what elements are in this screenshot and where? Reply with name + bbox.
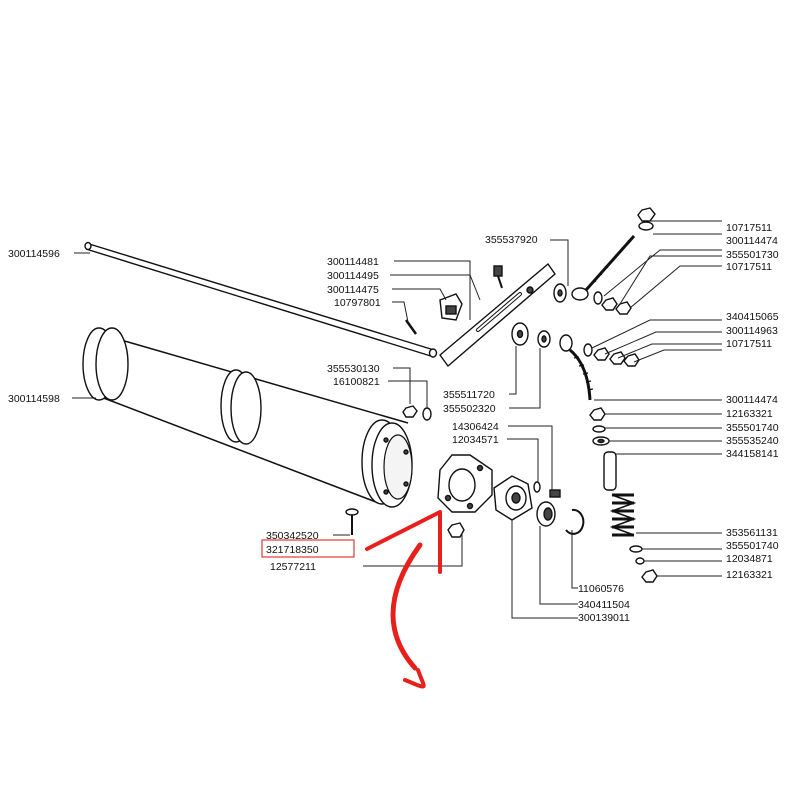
bearing [536, 501, 556, 527]
label-355502320: 355502320 [443, 403, 496, 415]
label-14306424: 14306424 [452, 421, 499, 433]
label-344158141: 344158141 [726, 448, 779, 460]
label-355511720: 355511720 [443, 389, 495, 401]
label-300139011: 300139011 [578, 612, 630, 624]
bolt [493, 265, 503, 289]
pin [404, 319, 418, 335]
slotted-bar [439, 262, 556, 368]
label-10797801: 10797801 [334, 297, 381, 309]
label-300114474-b: 300114474 [726, 394, 778, 406]
annotation-arrow [365, 510, 442, 689]
leader-lines [72, 220, 722, 619]
circlip [565, 508, 585, 535]
label-300114495: 300114495 [327, 270, 379, 282]
label-340411504: 340411504 [578, 599, 630, 611]
label-11060576: 11060576 [578, 583, 624, 595]
roller-drum [82, 327, 413, 508]
small-fasteners [402, 405, 432, 421]
label-300114474-a: 300114474 [726, 235, 778, 247]
label-355501730: 355501730 [726, 249, 779, 261]
clamp [439, 293, 463, 321]
label-355535240: 355535240 [726, 435, 779, 447]
label-10717511-c: 10717511 [726, 338, 772, 350]
label-12163321-a: 12163321 [726, 408, 773, 420]
spring-assembly [589, 407, 658, 583]
label-10717511-b: 10717511 [726, 261, 772, 273]
long-rod [84, 241, 438, 358]
label-355537920: 355537920 [485, 234, 538, 246]
bearing-housing [493, 475, 533, 521]
label-12034871: 12034871 [726, 553, 773, 565]
label-300114475: 300114475 [327, 284, 379, 296]
highlight-box [261, 539, 355, 558]
lower-nuts [583, 343, 640, 367]
small-clip [533, 481, 561, 498]
label-10717511-a: 10717511 [726, 222, 772, 234]
label-350342520: 350342520 [266, 530, 319, 542]
label-300114598: 300114598 [8, 393, 60, 405]
label-340415065: 340415065 [726, 311, 779, 323]
nut [447, 522, 465, 538]
label-355501740-b: 355501740 [726, 540, 779, 552]
label-300114963: 300114963 [726, 325, 778, 337]
label-355530130: 355530130 [327, 363, 380, 375]
label-355501740-a: 355501740 [726, 422, 779, 434]
label-16100821: 16100821 [333, 376, 380, 388]
label-12577211: 12577211 [270, 561, 316, 573]
screw [345, 508, 359, 535]
upper-nuts [593, 291, 632, 315]
label-353561131: 353561131 [726, 527, 778, 539]
lower-threaded-rod [559, 334, 594, 401]
label-12034571: 12034571 [452, 434, 499, 446]
label-300114596: 300114596 [8, 248, 60, 260]
upper-threaded-rod [571, 207, 656, 301]
label-300114481: 300114481 [327, 256, 379, 268]
flange-plate [437, 454, 493, 513]
label-12163321-b: 12163321 [726, 569, 773, 581]
label-321718350: 321718350 [266, 544, 319, 556]
part-number-labels: 300114596 300114598 300114481 300114495 … [8, 222, 779, 624]
